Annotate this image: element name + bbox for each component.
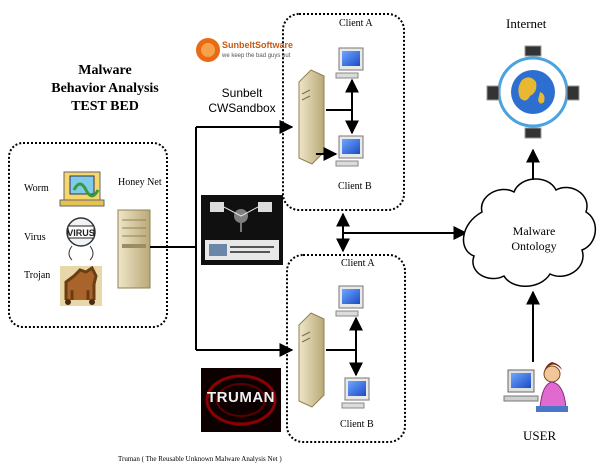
sunbelt-label-line-2: CWSandbox	[208, 101, 276, 115]
title-line-2: Behavior Analysis	[51, 81, 159, 96]
top-client-a-monitor-icon	[335, 47, 364, 79]
bottom-client-b-label: Client B	[340, 419, 374, 430]
bottom-client-a-label: Client A	[341, 258, 375, 269]
sunbelt-logo-tagline: we keep the bad guys out	[222, 53, 291, 59]
virus-label: Virus	[24, 232, 46, 243]
virus-icon: VIRUS	[66, 217, 96, 261]
top-sandbox-server-icon	[298, 69, 325, 165]
top-sandbox-box	[282, 13, 405, 211]
worm-label: Worm	[24, 183, 49, 194]
sunbelt-label: Sunbelt CWSandbox	[202, 86, 282, 116]
truman-logo-text: TRUMAN	[207, 389, 275, 406]
bottom-client-b-monitor-icon	[341, 377, 370, 409]
bottom-sandbox-server-icon	[298, 312, 325, 408]
honeynet-label: Honey Net	[118, 177, 162, 188]
testbed-title: Malware Behavior Analysis TEST BED	[20, 62, 190, 116]
ontology-label-line-1: Malware	[512, 224, 556, 238]
ontology-label-line-2: Ontology	[511, 239, 557, 253]
sunbelt-label-line-1: Sunbelt	[221, 86, 263, 100]
honeynet-box	[8, 142, 168, 328]
trojan-label: Trojan	[24, 270, 51, 281]
title-line-1: Malware	[78, 63, 132, 78]
top-client-b-label: Client B	[338, 181, 372, 192]
title-line-3: TEST BED	[71, 99, 139, 114]
ontology-label: Malware Ontology	[492, 224, 576, 254]
user-label: USER	[523, 428, 557, 443]
top-client-a-label: Client A	[339, 18, 373, 29]
network-map-image	[201, 195, 283, 265]
sunbelt-logo-text: SunbeltSoftware	[222, 40, 294, 50]
sunbelt-logo	[196, 30, 268, 70]
worm-icon	[59, 171, 105, 207]
internet-label: Internet	[506, 16, 547, 31]
truman-caption: Truman ( The Reusable Unknown Malware An…	[118, 455, 282, 463]
svg-text:VIRUS: VIRUS	[67, 228, 95, 238]
top-client-b-monitor-icon	[335, 135, 364, 167]
trojan-horse-icon	[60, 265, 102, 306]
user-at-computer-icon	[503, 362, 568, 412]
truman-logo	[201, 368, 281, 432]
honeynet-server-icon	[117, 209, 151, 289]
ontology-cloud	[462, 178, 596, 287]
bottom-sandbox-box	[286, 254, 406, 443]
bottom-client-a-monitor-icon	[335, 285, 364, 317]
internet-globe-icon	[486, 45, 580, 139]
